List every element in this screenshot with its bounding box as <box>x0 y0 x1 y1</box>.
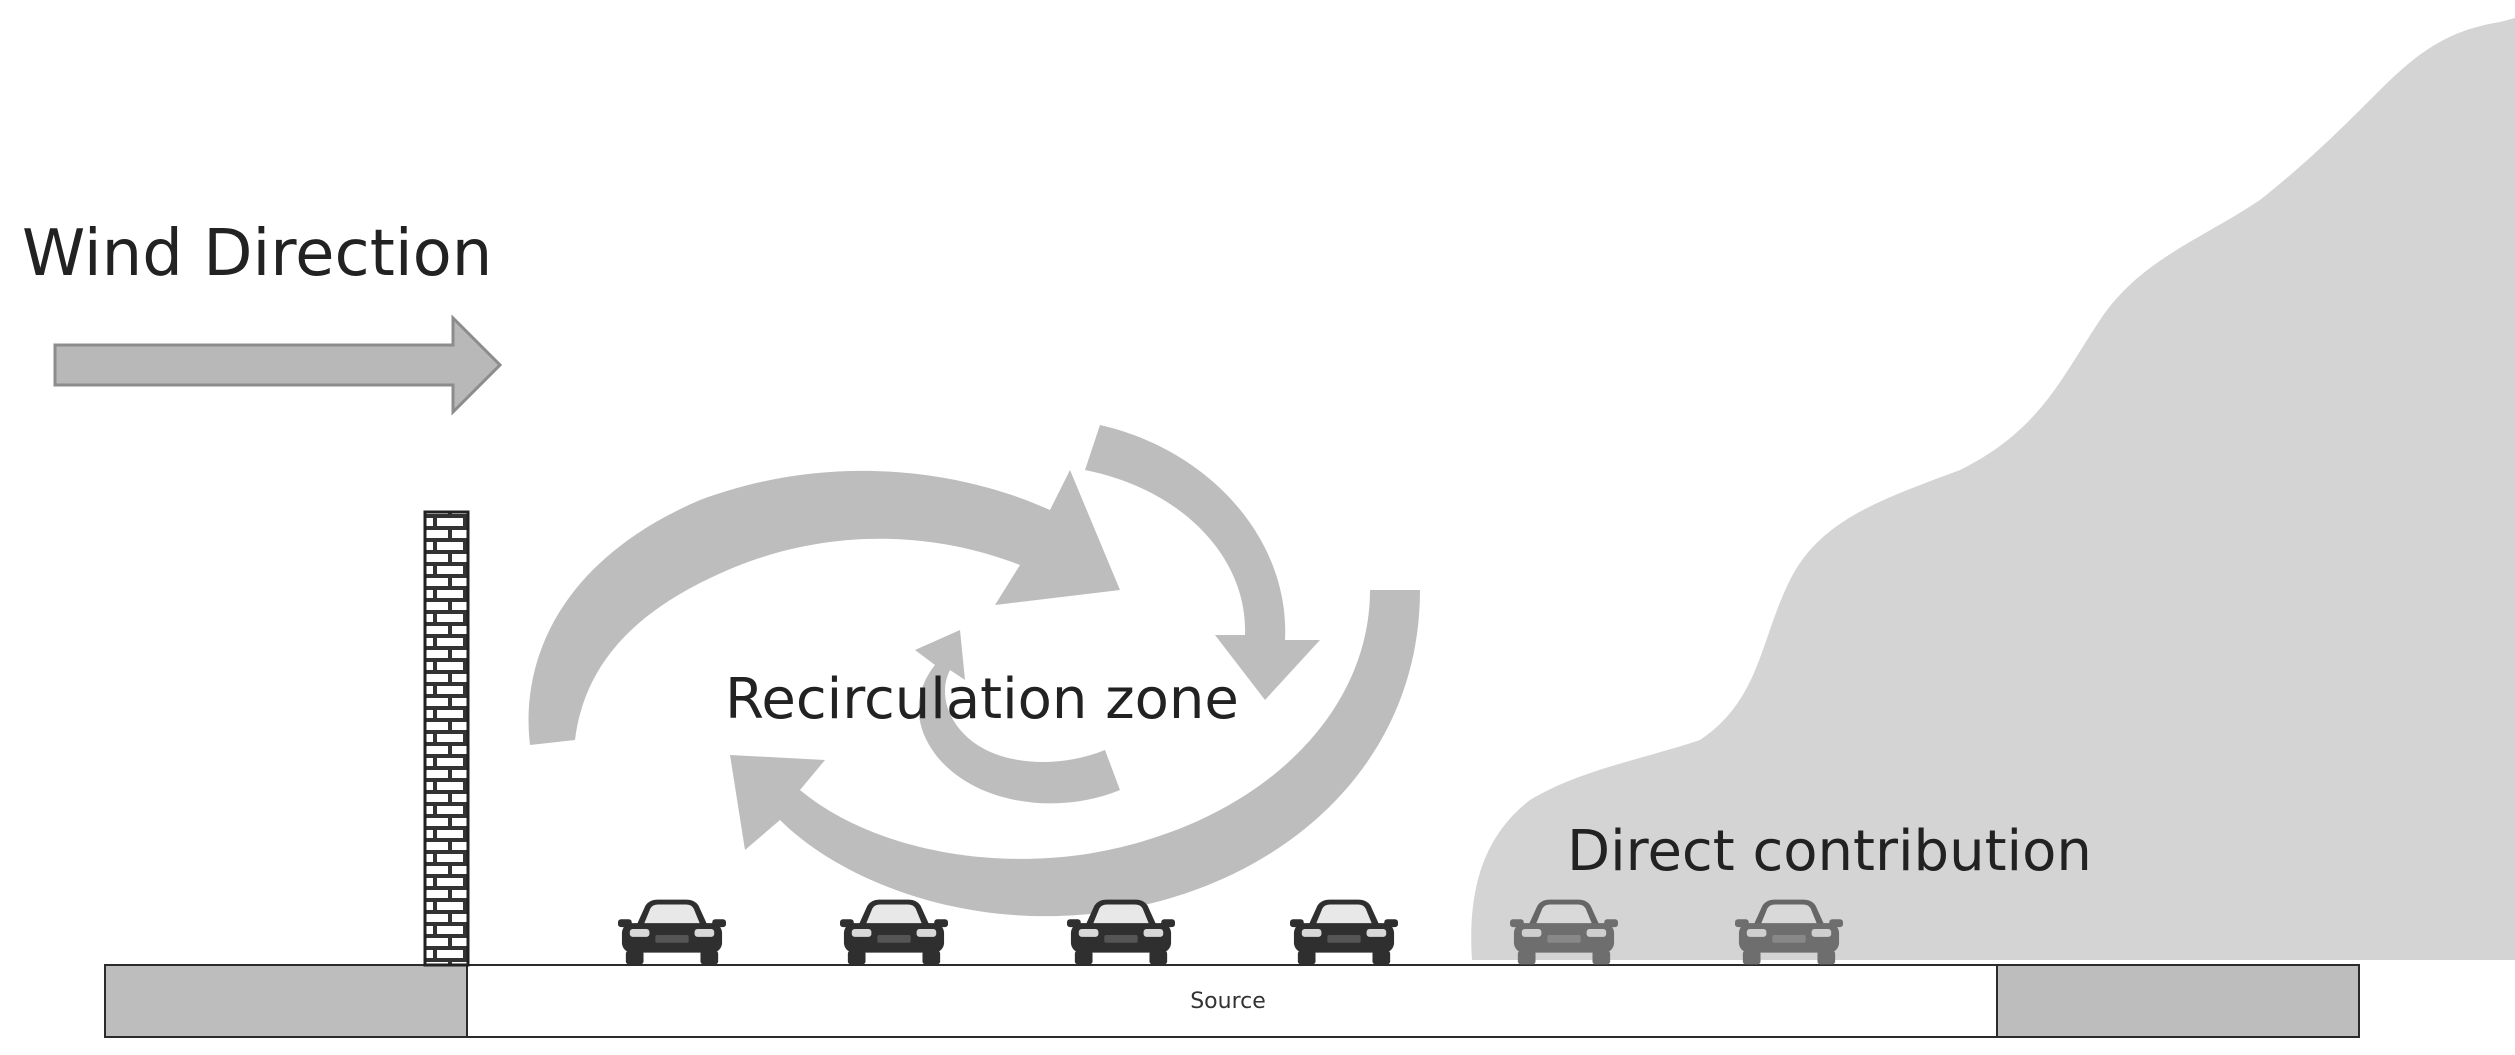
brick-wall-icon <box>423 510 470 967</box>
recirculation-arrow-icon <box>528 425 1420 917</box>
direct-contribution-label: Direct contribution <box>1567 819 2092 884</box>
wind-arrow-icon <box>53 314 503 416</box>
wind-direction-label: Wind Direction <box>22 217 492 291</box>
road-source <box>466 964 1998 1038</box>
left-pavement <box>104 964 468 1038</box>
recirculation-zone-label: Recirculation zone <box>725 667 1239 732</box>
car-icon <box>618 899 726 965</box>
car-icon <box>1290 899 1398 965</box>
right-pavement <box>1996 964 2360 1038</box>
pollution-plume-icon <box>1471 18 2515 960</box>
car-icon <box>840 899 948 965</box>
source-label: Source <box>1190 989 1266 1014</box>
